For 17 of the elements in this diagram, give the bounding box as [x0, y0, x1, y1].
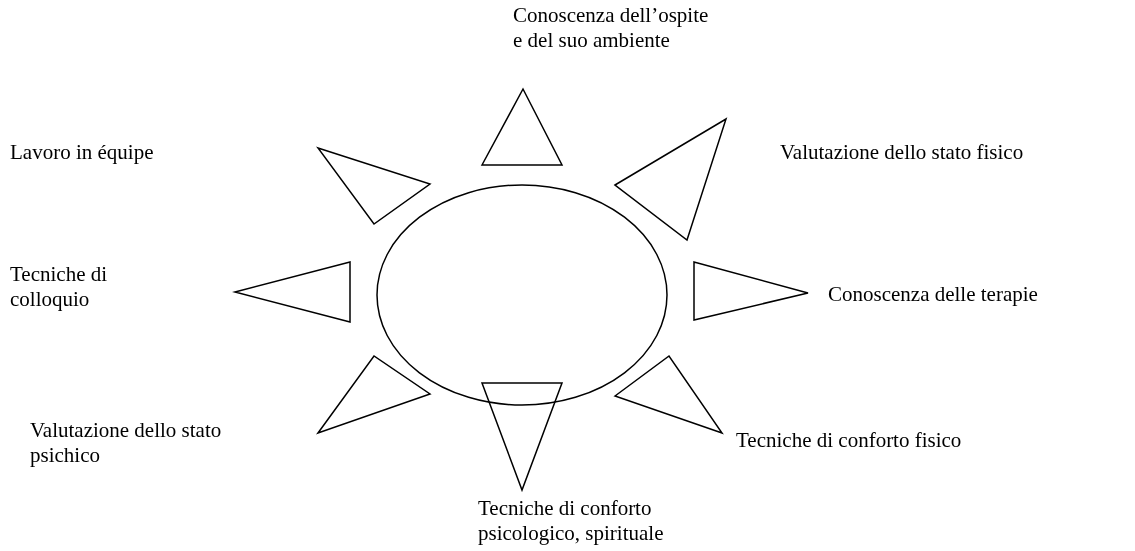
triangle-ray	[317, 147, 431, 225]
triangle-ray	[234, 261, 351, 323]
ray-caption: Tecniche di colloquio	[10, 262, 109, 312]
ray-caption: Conoscenza dell’ospite e del suo ambiente	[513, 3, 710, 53]
triangle-ray	[481, 88, 563, 166]
triangle-ray	[317, 355, 431, 434]
triangle-ray	[481, 382, 563, 491]
central-ellipse	[376, 184, 668, 406]
ray-caption: Conoscenza delle terapie	[828, 282, 1039, 307]
triangle-ray	[693, 261, 809, 321]
ray-caption: Tecniche di conforto fisico	[736, 428, 963, 453]
ray-caption: Valutazione dello stato fisico	[780, 140, 1025, 165]
triangle-ray	[614, 118, 727, 241]
ray-caption: Lavoro in équipe	[10, 140, 155, 165]
triangle-ray	[614, 355, 723, 434]
ray-caption: Tecniche di conforto psicologico, spirituale	[478, 496, 665, 546]
ray-caption: Valutazione dello stato psichico	[30, 418, 223, 468]
